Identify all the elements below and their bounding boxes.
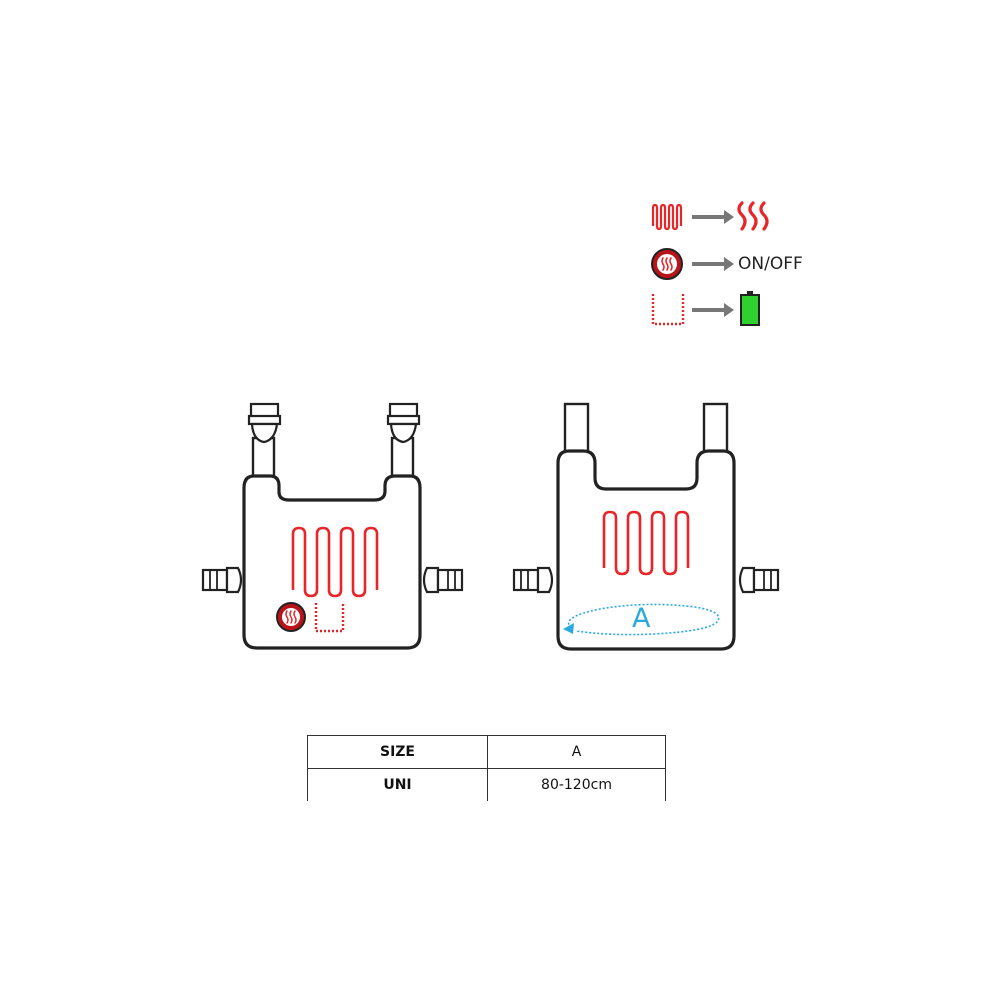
right-shoulder-strap: [702, 402, 729, 458]
arrow-right-icon: [692, 210, 734, 224]
right-side-buckle: [422, 566, 464, 594]
circumference-measure-icon: [563, 603, 720, 636]
heat-waves-icon: [737, 201, 769, 231]
heating-element-icon: [651, 203, 683, 231]
table-header-cell: A: [487, 735, 666, 769]
size-table: SIZE A UNI 80-120cm: [307, 735, 666, 801]
heating-element-icon: [602, 510, 690, 576]
battery-icon: [740, 291, 760, 326]
left-side-buckle: [201, 566, 243, 594]
battery-pocket-icon: [314, 603, 345, 633]
table-row: UNI 80-120cm: [307, 768, 666, 801]
table-header-cell: SIZE: [307, 735, 488, 769]
right-side-buckle: [738, 566, 780, 594]
left-side-buckle: [512, 566, 554, 594]
back-panel: [556, 449, 736, 651]
battery-pocket-icon: [651, 294, 685, 326]
heating-element-icon: [291, 526, 379, 598]
front-view: [201, 402, 464, 650]
measure-label: A: [632, 603, 651, 634]
table-cell: UNI: [307, 768, 488, 801]
on-off-label: ON/OFF: [738, 254, 803, 274]
front-panel: [242, 474, 422, 650]
arrow-right-icon: [692, 257, 734, 271]
power-button-icon: [651, 248, 683, 280]
table-cell: 80-120cm: [487, 768, 666, 801]
left-shoulder-strap: [563, 402, 590, 458]
table-header-row: SIZE A: [307, 735, 666, 769]
back-view: [512, 402, 780, 651]
legend: [651, 201, 769, 326]
arrow-right-icon: [692, 303, 734, 317]
power-button-icon: [276, 602, 306, 632]
